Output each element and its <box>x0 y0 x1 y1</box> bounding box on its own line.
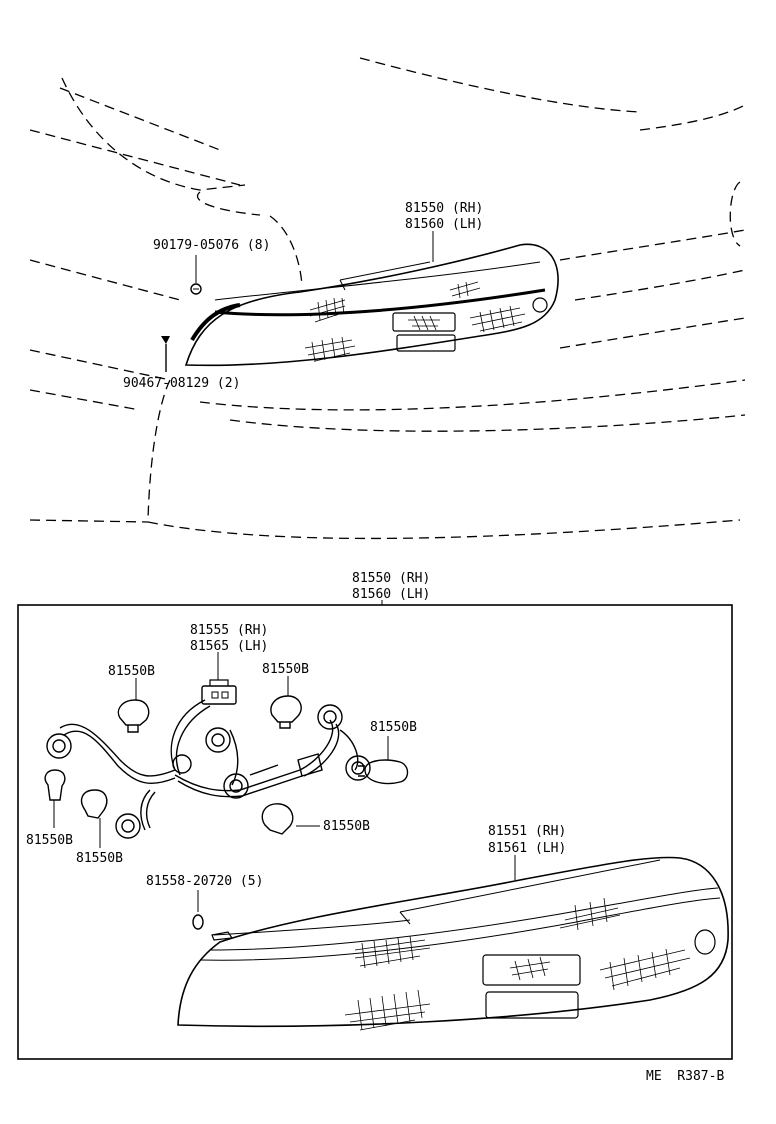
box-leaders <box>53 652 516 912</box>
callout-bulb-f: 81550B <box>76 851 123 866</box>
upper-tail-lamp <box>184 243 559 367</box>
callout-screw: 90179-05076 (8) <box>153 238 270 253</box>
bulb-icon <box>44 695 409 835</box>
callout-lamp-lh: 81560 (LH) <box>405 217 483 232</box>
callout-bulb-d: 81550B <box>323 819 370 834</box>
callout-assy-rh: 81550 (RH) <box>352 571 430 586</box>
callout-socket-rh: 81555 (RH) <box>190 623 268 638</box>
callout-clip: 90467-08129 (2) <box>123 376 240 391</box>
lens-assembly <box>177 856 729 1031</box>
diagram-reference: ME R387-B <box>646 1069 724 1084</box>
vehicle-body-outline <box>29 57 746 540</box>
clip-icon <box>161 336 170 372</box>
assembly-frame <box>17 604 733 1060</box>
callout-bulb-b: 81550B <box>262 662 309 677</box>
upper-leaders <box>195 231 434 283</box>
callout-lamp-rh: 81550 (RH) <box>405 201 483 216</box>
socket-icon <box>46 704 371 839</box>
callout-assy-lh: 81560 (LH) <box>352 587 430 602</box>
callout-bulb-a: 81550B <box>108 664 155 679</box>
connector-icon <box>201 679 237 705</box>
wiring-harness <box>59 699 359 831</box>
callout-nut: 81558-20720 (5) <box>146 874 263 889</box>
callout-lens-rh: 81551 (RH) <box>488 824 566 839</box>
nut-icon <box>192 914 234 941</box>
callout-socket-lh: 81565 (LH) <box>190 639 268 654</box>
callout-bulb-c: 81550B <box>370 720 417 735</box>
callout-bulb-e: 81550B <box>26 833 73 848</box>
callout-lens-lh: 81561 (LH) <box>488 841 566 856</box>
screw-icon <box>190 283 202 295</box>
